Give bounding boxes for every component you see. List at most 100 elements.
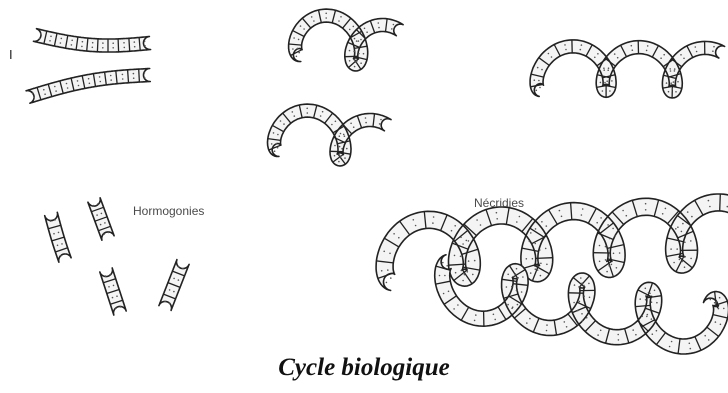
granule-dot [708, 339, 710, 341]
granule-dot [457, 304, 459, 306]
granule-dot [113, 285, 115, 287]
granule-dot [453, 308, 455, 310]
granule-dot [390, 277, 392, 279]
granule-dot [474, 320, 476, 322]
granule-dot [579, 301, 581, 303]
granule-dot [608, 67, 610, 69]
granule-dot [104, 222, 106, 224]
cell-wall [720, 194, 721, 211]
granule-dot [539, 87, 541, 89]
granule-dot [276, 143, 278, 145]
filament-outline [34, 29, 151, 52]
granule-dot [647, 45, 649, 47]
granule-dot [169, 302, 171, 304]
granule-dot [594, 57, 596, 59]
granule-dot [43, 89, 45, 91]
granule-dot [691, 216, 693, 218]
granule-dot [581, 44, 583, 46]
granule-dot [134, 46, 136, 48]
granule-dot [635, 334, 637, 336]
granule-dot [39, 38, 41, 40]
granule-dot [597, 53, 599, 55]
granule-dot [354, 38, 356, 40]
granule-dot [684, 242, 686, 244]
granule-dot [645, 299, 647, 301]
granule-dot [588, 283, 590, 285]
granule-dot [432, 222, 434, 224]
granule-dot [551, 56, 553, 58]
granule-dot [517, 304, 519, 306]
granule-dot [354, 66, 356, 68]
granule-dot [565, 49, 567, 51]
granule-dot [462, 280, 464, 282]
granule-dot [517, 277, 519, 279]
granule-dot [600, 330, 602, 332]
granule-dot [356, 60, 358, 62]
granule-dot [720, 324, 722, 326]
granule-dot [695, 46, 697, 48]
granule-dot [280, 120, 282, 122]
granule-dot [696, 51, 698, 53]
granule-dot [581, 282, 583, 284]
granule-dot [102, 42, 104, 44]
granule-dot [540, 263, 542, 265]
granule-dot [381, 270, 383, 272]
granule-dot [605, 259, 607, 261]
granule-dot [673, 81, 675, 83]
granule-dot [460, 237, 462, 239]
granule-dot [530, 272, 532, 274]
granule-dot [609, 238, 611, 240]
granule-dot [393, 24, 395, 26]
granule-dot [344, 135, 346, 137]
granule-dot [33, 97, 35, 99]
granule-dot [530, 232, 532, 234]
granule-dot [325, 13, 327, 15]
granule-dot [307, 112, 309, 114]
granule-dot [346, 148, 348, 150]
granule-dot [448, 291, 450, 293]
granule-dot [474, 260, 476, 262]
granule-dot [313, 20, 315, 22]
granule-dot [462, 243, 464, 245]
granule-dot [651, 301, 653, 303]
granule-dot [32, 92, 34, 94]
cell-wall [536, 258, 553, 259]
granule-dot [603, 67, 605, 69]
granule-dot [689, 343, 691, 345]
granule-dot [340, 133, 342, 135]
granule-dot [144, 72, 146, 74]
hormogonium-2 [88, 198, 114, 240]
granule-dot [608, 265, 610, 267]
granule-dot [522, 276, 524, 278]
granule-dot [651, 318, 653, 320]
granule-dot [387, 269, 389, 271]
granule-dot [539, 249, 541, 251]
cell-wall [129, 38, 130, 51]
granule-dot [712, 50, 714, 52]
hormogonium-4 [159, 260, 189, 311]
granule-dot [579, 286, 581, 288]
granule-dot [82, 41, 84, 43]
granule-dot [648, 292, 650, 294]
granule-dot [122, 74, 124, 76]
granule-dot [529, 241, 531, 243]
granule-dot [496, 218, 498, 220]
granule-dot [49, 40, 51, 42]
granule-dot [379, 123, 381, 125]
granule-dot [472, 274, 474, 276]
granule-dot [112, 42, 114, 44]
granule-dot [690, 240, 692, 242]
granule-dot [679, 259, 681, 261]
granule-dot [66, 83, 68, 85]
granule-dot [133, 73, 135, 75]
granule-dot [564, 321, 566, 323]
granule-dot [507, 274, 509, 276]
granule-dot [378, 22, 380, 24]
hormogonium-1 [45, 212, 71, 262]
granule-dot [666, 82, 668, 84]
granule-dot [639, 298, 641, 300]
granule-dot [54, 86, 56, 88]
filament-outline [530, 40, 725, 98]
granule-dot [292, 48, 294, 50]
granule-dot [687, 211, 689, 213]
